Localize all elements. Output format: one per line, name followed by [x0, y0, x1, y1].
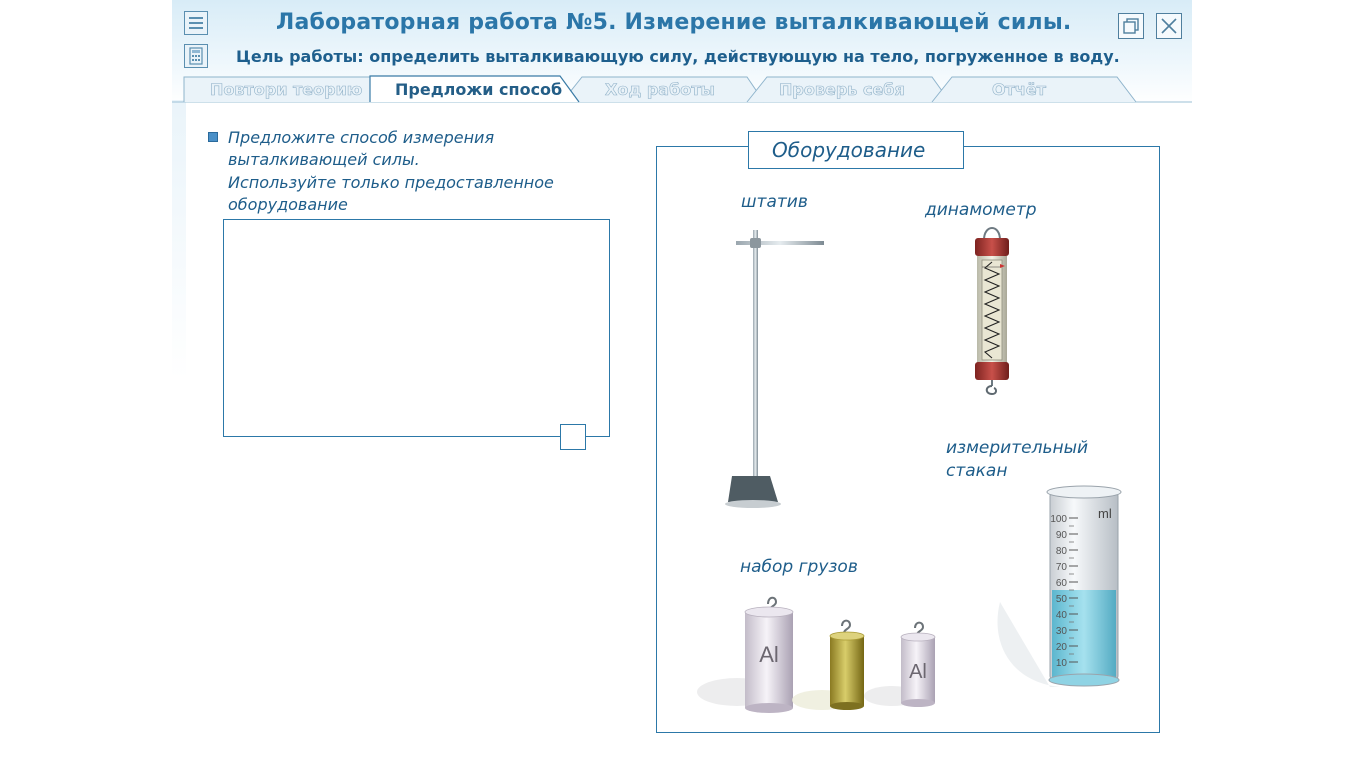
weights-label: набор грузов [740, 557, 858, 577]
beaker-water [1052, 590, 1116, 678]
beaker-scale: 100 90 80 70 60 50 40 30 20 10 [1050, 514, 1078, 669]
beaker-label-line2: стакан [946, 461, 1008, 481]
beaker-scale-label: 30 [1056, 626, 1068, 637]
weight-small-material: Al [909, 661, 927, 683]
dynamometer-icon[interactable] [967, 222, 1017, 397]
measuring-beaker-icon[interactable]: 100 90 80 70 60 50 40 30 20 10 ml [990, 482, 1130, 692]
stand-icon[interactable] [722, 222, 832, 512]
weight-large-material: Al [759, 642, 779, 667]
dynamometer-label: динамометр [925, 200, 1037, 220]
lab-goal: Цель работы: определить выталкивающую си… [236, 47, 1120, 66]
close-icon[interactable] [1156, 13, 1182, 39]
page-title: Лабораторная работа №5. Измерение выталк… [276, 10, 1072, 35]
tab-theory[interactable]: Повтори теорию [210, 80, 363, 100]
restore-window-icon[interactable] [1118, 13, 1144, 39]
beaker-scale-label: 10 [1056, 658, 1068, 669]
tab-bar [172, 75, 1192, 103]
task-line-3: Используйте только предоставленное [228, 173, 554, 192]
beaker-unit-label: ml [1098, 506, 1112, 521]
tab-procedure[interactable]: Ход работы [605, 80, 716, 100]
beaker-scale-label: 50 [1056, 594, 1068, 605]
beaker-scale-label: 90 [1056, 530, 1068, 541]
task-line-4: оборудование [228, 195, 348, 214]
menu-icon[interactable] [184, 11, 208, 35]
tab-self-check[interactable]: Проверь себя [779, 80, 905, 100]
stand-label: штатив [741, 192, 808, 212]
task-bullet-icon [208, 132, 218, 142]
task-line-1: Предложите способ измерения [228, 128, 495, 147]
beaker-label-line1: измерительный [946, 438, 1089, 458]
lab-window: Лабораторная работа №5. Измерение выталк… [172, 0, 1192, 768]
answer-textarea[interactable] [223, 219, 610, 437]
tab-propose-method[interactable]: Предложи способ [395, 80, 563, 99]
equipment-title: Оборудование [772, 138, 926, 162]
weights-set-icon[interactable]: Al Al [692, 592, 942, 722]
task-line-2: выталкивающей силы. [228, 150, 420, 169]
beaker-scale-label: 80 [1056, 546, 1068, 557]
beaker-scale-label: 20 [1056, 642, 1068, 653]
beaker-scale-label: 60 [1056, 578, 1068, 589]
beaker-scale-label: 70 [1056, 562, 1068, 573]
beaker-scale-label: 40 [1056, 610, 1068, 621]
left-decoration [172, 100, 186, 380]
calculator-icon[interactable] [184, 44, 208, 68]
tab-report[interactable]: Отчёт [992, 80, 1047, 100]
beaker-scale-label: 100 [1050, 514, 1067, 525]
equipment-title-box [748, 131, 964, 169]
answer-submit-button[interactable] [560, 424, 586, 450]
